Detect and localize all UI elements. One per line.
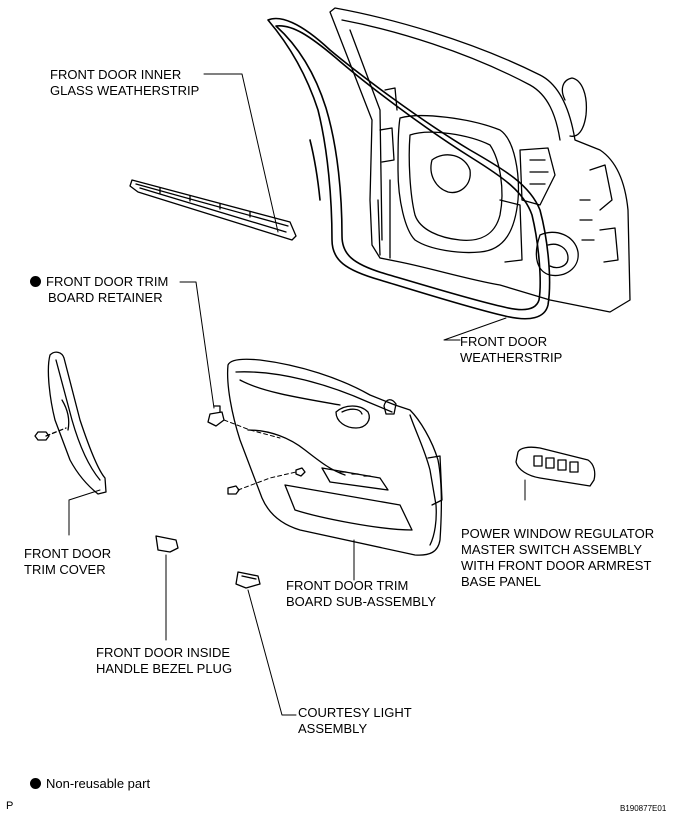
power-window-switch-part: [515, 446, 596, 487]
label-line: BOARD RETAINER: [48, 290, 163, 305]
front-door-trim-cover-part: [34, 351, 107, 495]
label-line: HANDLE BEZEL PLUG: [96, 661, 233, 676]
label-trim-board-sub-assembly: FRONT DOOR TRIM BOARD SUB-ASSEMBLY: [286, 578, 436, 610]
corner-mark: P: [6, 800, 14, 812]
label-line: FRONT DOOR TRIM: [30, 274, 168, 290]
label-line: FRONT DOOR TRIM: [286, 578, 409, 593]
label-line: WITH FRONT DOOR ARMREST: [461, 558, 652, 573]
label-text: FRONT DOOR TRIM: [46, 274, 169, 289]
front-door-weatherstrip: [267, 17, 551, 320]
handle-bezel-plug-part: [155, 535, 179, 553]
trim-board-retainer-part: [207, 405, 225, 427]
figure-id: B190877E01: [620, 804, 667, 813]
label-line: GLASS WEATHERSTRIP: [50, 83, 200, 98]
label-trim-cover: FRONT DOOR TRIM COVER: [24, 546, 111, 578]
non-reusable-dot-icon: [30, 276, 41, 287]
label-inner-glass-weatherstrip: FRONT DOOR INNER GLASS WEATHERSTRIP: [50, 67, 199, 99]
label-line: FRONT DOOR: [24, 546, 112, 561]
label-line: BASE PANEL: [461, 574, 541, 589]
label-inside-handle-bezel-plug: FRONT DOOR INSIDE HANDLE BEZEL PLUG: [96, 645, 232, 677]
courtesy-light-part: [235, 571, 261, 589]
non-reusable-dot-icon: [30, 778, 41, 789]
front-door-trim-board-part: [226, 358, 443, 556]
label-courtesy-light: COURTESY LIGHT ASSEMBLY: [298, 705, 412, 737]
label-power-window-switch: POWER WINDOW REGULATOR MASTER SWITCH ASS…: [461, 526, 654, 590]
label-door-weatherstrip: FRONT DOOR WEATHERSTRIP: [460, 334, 562, 366]
legend-non-reusable: Non-reusable part: [30, 776, 150, 792]
label-line: FRONT DOOR INSIDE: [96, 645, 231, 660]
leader-lines: [68, 73, 526, 716]
retainer-alignment-lines: [223, 419, 297, 491]
label-line: BOARD SUB-ASSEMBLY: [286, 594, 437, 609]
label-line: WEATHERSTRIP: [460, 350, 563, 365]
label-line: COURTESY LIGHT: [298, 705, 412, 720]
label-line: TRIM COVER: [24, 562, 106, 577]
label-line: MASTER SWITCH ASSEMBLY: [461, 542, 643, 557]
label-line: POWER WINDOW REGULATOR: [461, 526, 655, 541]
door-frame: [329, 7, 631, 313]
label-line: FRONT DOOR INNER: [50, 67, 182, 82]
legend-text: Non-reusable part: [46, 776, 151, 791]
inner-glass-weatherstrip-part: [129, 179, 297, 241]
label-line: FRONT DOOR: [460, 334, 548, 349]
label-trim-board-retainer: FRONT DOOR TRIM BOARD RETAINER: [30, 274, 168, 306]
label-line: ASSEMBLY: [298, 721, 368, 736]
